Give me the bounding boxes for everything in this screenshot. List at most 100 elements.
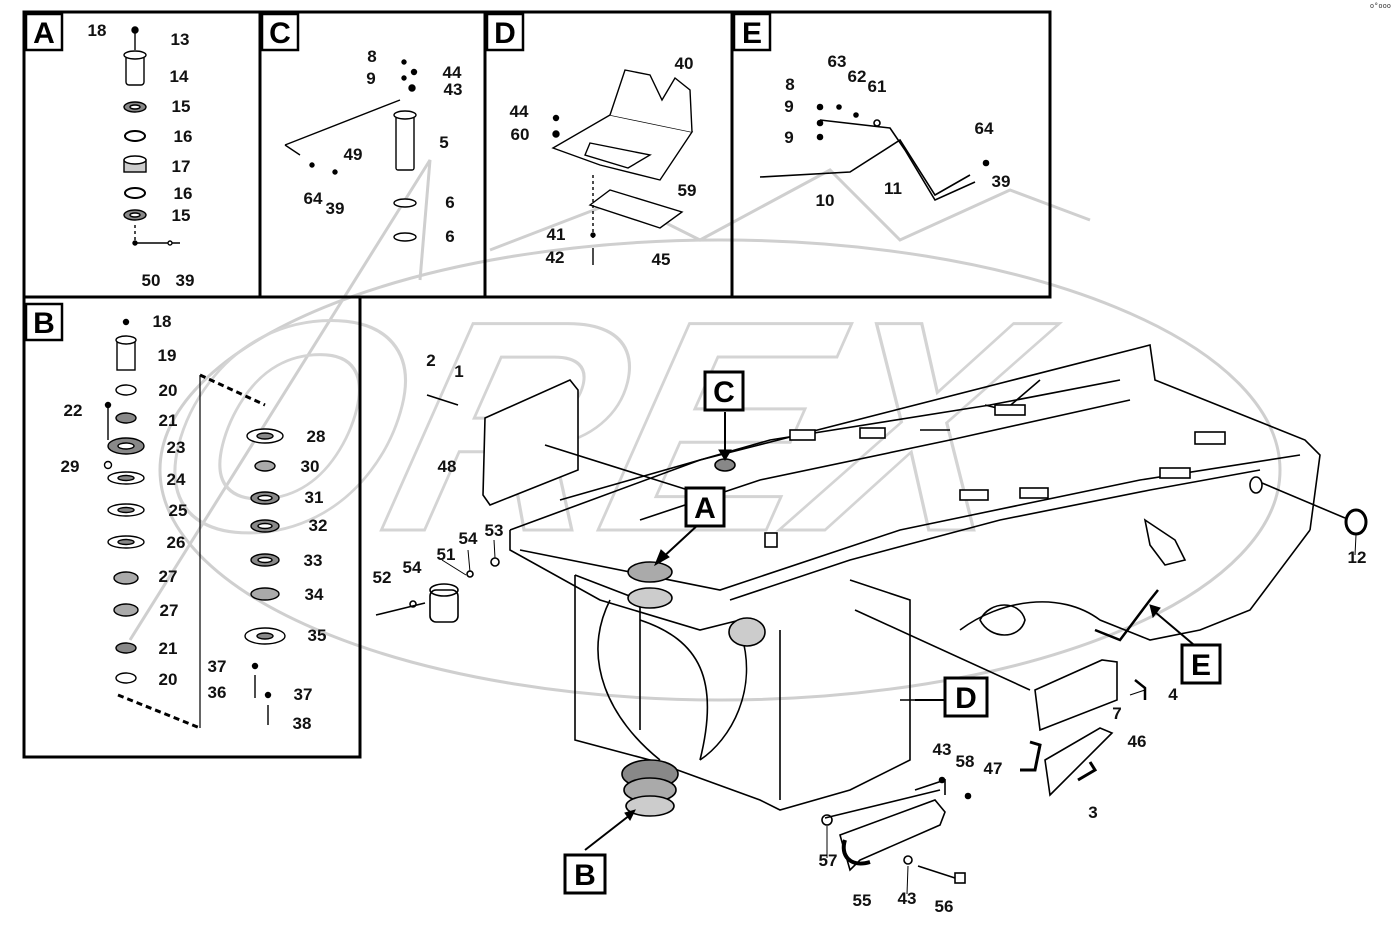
callout-letter-c: C: [713, 376, 735, 409]
inset-letter-e: E: [742, 17, 762, 50]
main-part-label: 43: [898, 889, 917, 908]
inset-e-part-label: 10: [816, 191, 835, 210]
inset-b-part-label: 27: [159, 567, 178, 586]
main-part-label: 54: [403, 558, 422, 577]
inset-frame-e: [730, 10, 1052, 299]
main-frame-drawing: [375, 344, 1368, 884]
inset-frame-b: [22, 295, 362, 759]
inset-d-part-label: 59: [678, 181, 697, 200]
inset-b-drawing: [103, 318, 286, 730]
inset-c-part-label: 8: [367, 47, 376, 66]
main-part-label: 7: [1112, 704, 1121, 723]
inset-a-part-label: 50: [142, 271, 161, 290]
inset-c-part-label: 9: [366, 69, 375, 88]
inset-b-part-label: 21: [159, 411, 178, 430]
letter-box-d: [485, 12, 525, 52]
letter-box-a: [24, 12, 64, 52]
inset-b-part-label: 21: [159, 639, 178, 658]
main-part-label: 47: [984, 759, 1003, 778]
inset-d-part-label: 41: [547, 225, 566, 244]
inset-d-part-label: 44: [510, 102, 529, 121]
inset-a-part-label: 15: [172, 97, 191, 116]
watermark-stroke: [128, 159, 432, 641]
inset-c-part-label: 6: [445, 193, 454, 212]
inset-b-part-label: 31: [305, 488, 324, 507]
inset-a-part-label: 13: [171, 30, 190, 49]
letter-box-c: [260, 12, 300, 52]
main-part-label: 52: [373, 568, 392, 587]
leader-line: [1354, 534, 1357, 556]
callout-box-a: [684, 486, 726, 528]
inset-a-part-label: 17: [172, 157, 191, 176]
main-part-label: 55: [853, 891, 872, 910]
leader-line: [467, 549, 471, 573]
leader-line: [441, 559, 467, 576]
watermark-ellipse: [158, 238, 1282, 702]
inset-b-part-label: 25: [169, 501, 188, 520]
callout-boxes: C A E D B: [563, 370, 1222, 895]
inset-letter-boxes: A C D E B: [24, 12, 772, 342]
watermark-text: OREX: [127, 258, 1076, 594]
inset-b-part-label: 30: [301, 457, 320, 476]
main-part-label: 43: [933, 740, 952, 759]
corner-mark: o°ooo: [1369, 2, 1391, 10]
inset-b-part-label: 36: [208, 683, 227, 702]
inset-b-part-label: 23: [167, 438, 186, 457]
main-part-label: 4: [1168, 685, 1178, 704]
inset-b-part-label: 35: [308, 626, 327, 645]
watermark: OREX: [125, 159, 1282, 702]
leader-line: [493, 539, 496, 559]
inset-b-part-label: 37: [294, 685, 313, 704]
callout-box-b: [563, 853, 607, 895]
callout-box-d: [943, 676, 989, 718]
inset-c-part-label: 49: [344, 145, 363, 164]
main-part-label: 56: [935, 897, 954, 916]
leader-line: [1129, 689, 1146, 696]
letter-box-e: [732, 12, 772, 52]
callout-letter-e: E: [1191, 649, 1211, 682]
inset-a-part-label: 18: [88, 21, 107, 40]
inset-a-part-label: 15: [172, 206, 191, 225]
inset-e-part-label: 61: [868, 77, 887, 96]
inset-d-drawing: [551, 69, 694, 265]
inset-d-part-label: 60: [511, 125, 530, 144]
inset-b-part-label: 32: [309, 516, 328, 535]
inset-b-part-label: 20: [159, 381, 178, 400]
inset-e-part-label: 62: [848, 67, 867, 86]
leader-line: [906, 865, 909, 895]
inset-a-part-label: 39: [176, 271, 195, 290]
callout-letter-a: A: [694, 492, 716, 525]
inset-e-part-label: 39: [992, 172, 1011, 191]
inset-b-part-label: 22: [64, 401, 83, 420]
inset-c-part-label: 44: [443, 63, 462, 82]
inset-letter-d: D: [494, 17, 516, 50]
inset-e-part-label: 63: [828, 52, 847, 71]
callout-letter-d: D: [955, 682, 977, 715]
inset-c-drawing: [284, 59, 418, 242]
inset-c-part-label: 43: [444, 80, 463, 99]
callout-box-c: [703, 370, 745, 412]
inset-frames: [22, 10, 1052, 759]
inset-letter-c: C: [269, 17, 291, 50]
main-part-label: 46: [1128, 732, 1147, 751]
inset-d-part-label: 42: [546, 248, 565, 267]
inset-b-part-label: 24: [167, 470, 186, 489]
main-part-label: 58: [956, 752, 975, 771]
inset-b-part-label: 33: [304, 551, 323, 570]
inset-e-part-label: 8: [785, 75, 794, 94]
inset-b-part-label: 20: [159, 670, 178, 689]
inset-b-part-label: 28: [307, 427, 326, 446]
inset-e-part-label: 9: [784, 97, 793, 116]
letter-box-b: [24, 302, 64, 342]
main-part-label: 1: [454, 362, 463, 381]
inset-c-part-label: 39: [326, 199, 345, 218]
main-part-label: 2: [426, 351, 435, 370]
inset-c-part-label: 6: [445, 227, 454, 246]
main-part-label: 48: [438, 457, 457, 476]
inset-a-part-label: 16: [174, 184, 193, 203]
inset-e-part-label: 64: [975, 119, 994, 138]
inset-b-part-label: 34: [305, 585, 324, 604]
main-part-label: 53: [485, 521, 504, 540]
